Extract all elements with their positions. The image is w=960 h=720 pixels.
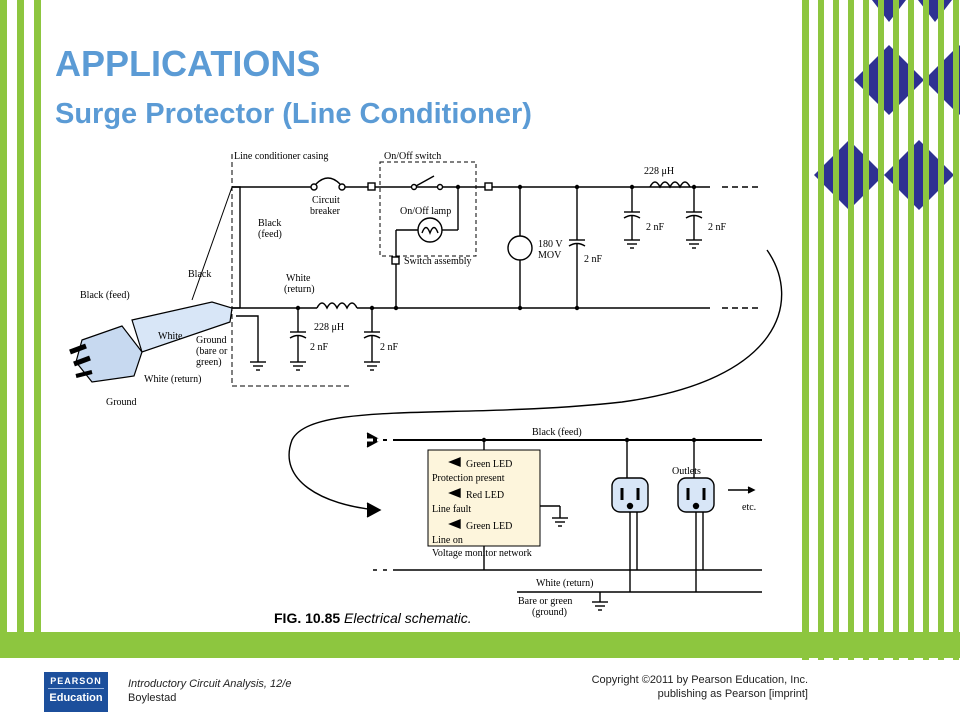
schematic-figure: Line conditioner casing On/Off switch Ci… — [62, 140, 797, 628]
label-black-feed-1: Black — [258, 218, 281, 229]
right-decoration — [802, 0, 960, 660]
footer-book-title: Introductory Circuit Analysis, 12/e — [128, 678, 292, 690]
label-cap-4: 2 nF — [310, 342, 329, 353]
label-switch-assembly: Switch assembly — [404, 256, 472, 267]
footer-publisher-line: publishing as Pearson [imprint] — [657, 688, 808, 700]
left-green-bar-3 — [34, 0, 41, 632]
label-white-return-1: White — [286, 273, 311, 284]
logo-top-text: PEARSON — [50, 676, 102, 686]
caption-number: FIG. 10.85 — [274, 610, 341, 626]
label-black: Black — [188, 269, 211, 280]
label-black-feed-plug: Black (feed) — [80, 290, 130, 301]
bottom-green-band — [0, 632, 960, 658]
label-inductor-top: 228 μH — [644, 166, 674, 177]
label-cap-1: 2 nF — [646, 222, 665, 233]
label-cap-2: 2 nF — [708, 222, 727, 233]
label-breaker: breaker — [310, 206, 341, 217]
label-inductor-bottom: 228 μH — [314, 322, 344, 333]
label-line-on: Line on — [432, 535, 463, 546]
label-outlets: Outlets — [672, 466, 701, 477]
label-green-led-2: Green LED — [466, 521, 512, 532]
label-ground-1: Ground — [196, 335, 227, 346]
label-white-return-2: (return) — [284, 284, 315, 295]
label-ground-2: (bare or — [196, 346, 228, 357]
label-bare-1: Bare or green — [518, 596, 572, 607]
label-circuit: Circuit — [312, 195, 340, 206]
label-casing: Line conditioner casing — [234, 151, 328, 162]
label-black-feed-2: (feed) — [258, 229, 282, 240]
label-mov-2: MOV — [538, 250, 562, 261]
footer-book-info: Introductory Circuit Analysis, 12/e Boyl… — [128, 677, 291, 705]
label-white-return-plug: White (return) — [144, 374, 201, 385]
label-onoff-lamp: On/Off lamp — [400, 206, 451, 217]
caption-text: Electrical schematic. — [340, 610, 472, 626]
label-green-led-1: Green LED — [466, 459, 512, 470]
label-protection: Protection present — [432, 473, 505, 484]
label-cap-3: 2 nF — [584, 254, 603, 265]
schematic-drawing: Line conditioner casing On/Off switch Ci… — [69, 151, 783, 618]
label-white-return-bottom: White (return) — [536, 578, 593, 589]
slide-title: APPLICATIONS — [55, 43, 321, 84]
figure-caption: FIG. 10.85 Electrical schematic. — [274, 610, 472, 626]
footer-copyright-line: Copyright ©2011 by Pearson Education, In… — [591, 674, 808, 686]
footer-author: Boylestad — [128, 692, 177, 704]
label-onoff-switch: On/Off switch — [384, 151, 441, 162]
label-black-feed-bottom: Black (feed) — [532, 427, 582, 438]
left-green-bar-1 — [0, 0, 7, 632]
label-ground-plug: Ground — [106, 397, 137, 408]
pearson-logo: PEARSON Education — [44, 672, 108, 712]
label-red-led: Red LED — [466, 490, 504, 501]
label-etc: etc. — [742, 502, 756, 513]
slide-subtitle: Surge Protector (Line Conditioner) — [55, 98, 532, 130]
label-cap-5: 2 nF — [380, 342, 399, 353]
label-line-fault: Line fault — [432, 504, 471, 515]
logo-bottom-text: Education — [49, 692, 103, 704]
label-bare-2: (ground) — [532, 607, 567, 618]
label-mov-1: 180 V — [538, 239, 563, 250]
label-ground-3: green) — [196, 357, 222, 368]
left-green-bar-2 — [17, 0, 24, 632]
label-white: White — [158, 331, 183, 342]
label-vmn: Voltage monitor network — [432, 548, 532, 559]
footer-copyright: Copyright ©2011 by Pearson Education, In… — [592, 673, 808, 701]
logo-rule — [48, 688, 104, 689]
